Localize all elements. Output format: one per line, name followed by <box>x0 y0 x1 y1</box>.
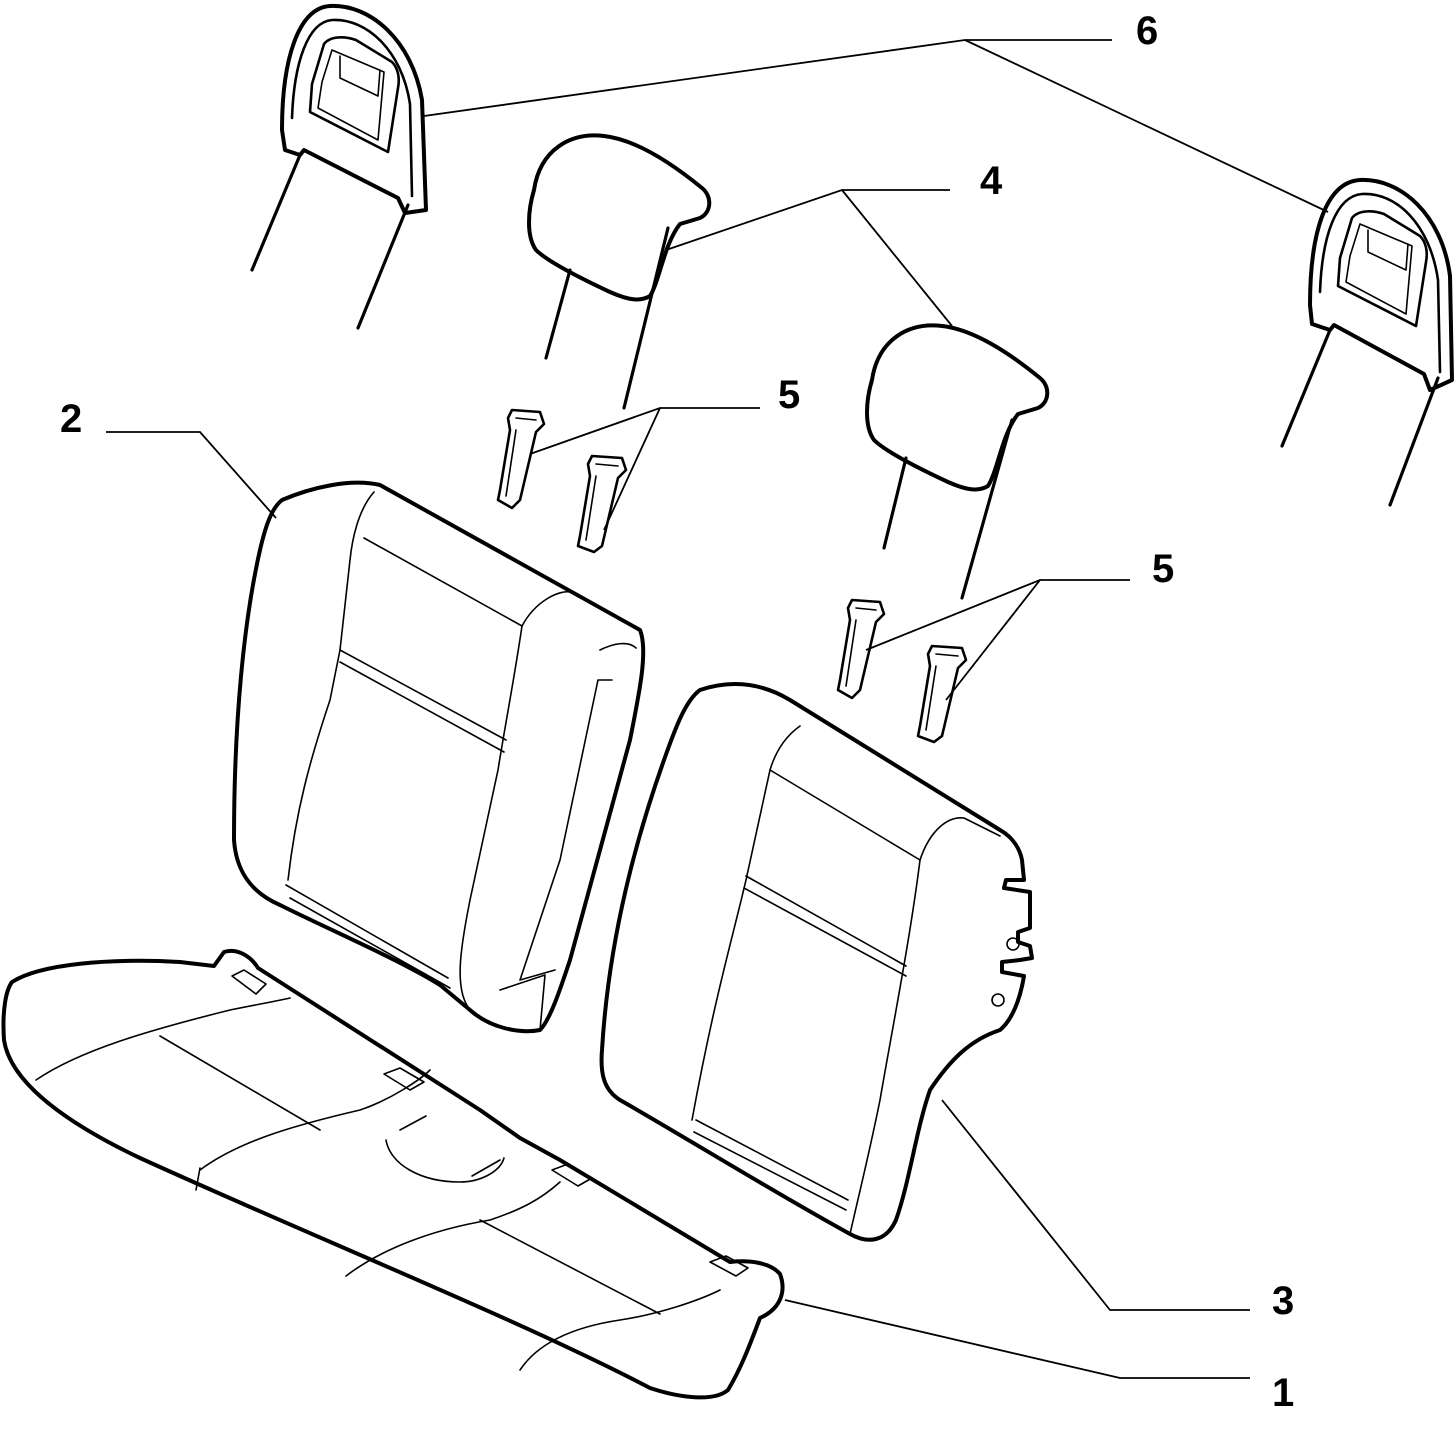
headrest-center-left <box>527 133 712 410</box>
callout-1: 1 <box>1272 1371 1294 1415</box>
headrest-guide-4 <box>916 644 968 744</box>
headrest-guide-3 <box>836 598 886 700</box>
leader-lines <box>106 39 1329 1379</box>
seat-cushion <box>1 948 785 1400</box>
callout-5-lower: 5 <box>1152 547 1174 591</box>
callout-5-upper: 5 <box>778 373 800 417</box>
headrest-left-outer <box>250 3 428 330</box>
headrest-guide-2 <box>576 454 628 554</box>
backrest-right <box>599 682 1034 1242</box>
headrest-right-outer <box>1280 177 1454 507</box>
headrest-guide-1 <box>496 408 546 510</box>
callout-3: 3 <box>1272 1279 1294 1323</box>
callout-4: 4 <box>980 159 1003 203</box>
callout-6: 6 <box>1136 9 1158 53</box>
headrest-center-right <box>865 323 1050 600</box>
callout-2: 2 <box>60 397 82 441</box>
backrest-left <box>232 480 646 1034</box>
